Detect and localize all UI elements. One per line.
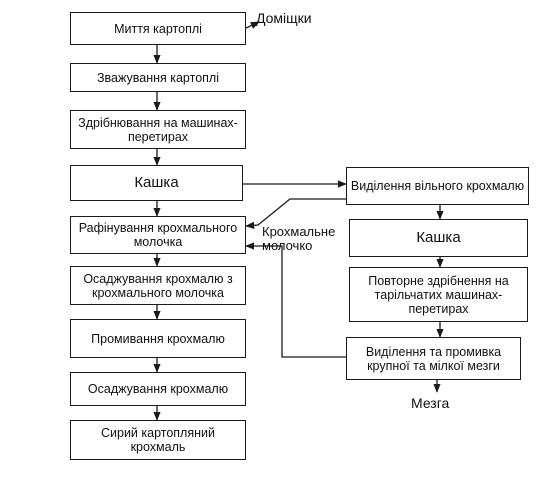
step-grinding-graters: Здрібнювання на машинах-перетирах xyxy=(70,110,246,149)
step-washing-starch: Промивання крохмалю xyxy=(70,319,246,358)
step-repeated-grinding: Повторне здрібнення на тарільчатих машин… xyxy=(349,267,528,322)
step-weighing-potatoes: Зважування картоплі xyxy=(70,63,246,92)
step-pulp-mash-right: Кашка xyxy=(349,219,528,257)
step-refining-starch-milk: Рафінування крохмального молочка xyxy=(70,216,246,254)
step-pulp-mash: Кашка xyxy=(70,165,243,201)
step-pulp-separation-washing: Виділення та промивка крупної та мілкої … xyxy=(346,337,521,380)
label-starch-milk: Крохмальне молочко xyxy=(262,224,336,253)
label-impurities: Доміщки xyxy=(256,10,312,26)
step-raw-potato-starch: Сирий картопляний крохмаль xyxy=(70,420,246,460)
label-pulp-output: Мезга xyxy=(411,395,450,411)
step-settling-starch: Осаджування крохмалю xyxy=(70,372,246,406)
step-washing-potatoes: Миття картоплі xyxy=(70,12,246,45)
step-free-starch-separation: Виділення вільного крохмалю xyxy=(346,167,529,205)
step-settling-from-milk: Осаджування крохмалю з крохмального моло… xyxy=(70,266,246,305)
